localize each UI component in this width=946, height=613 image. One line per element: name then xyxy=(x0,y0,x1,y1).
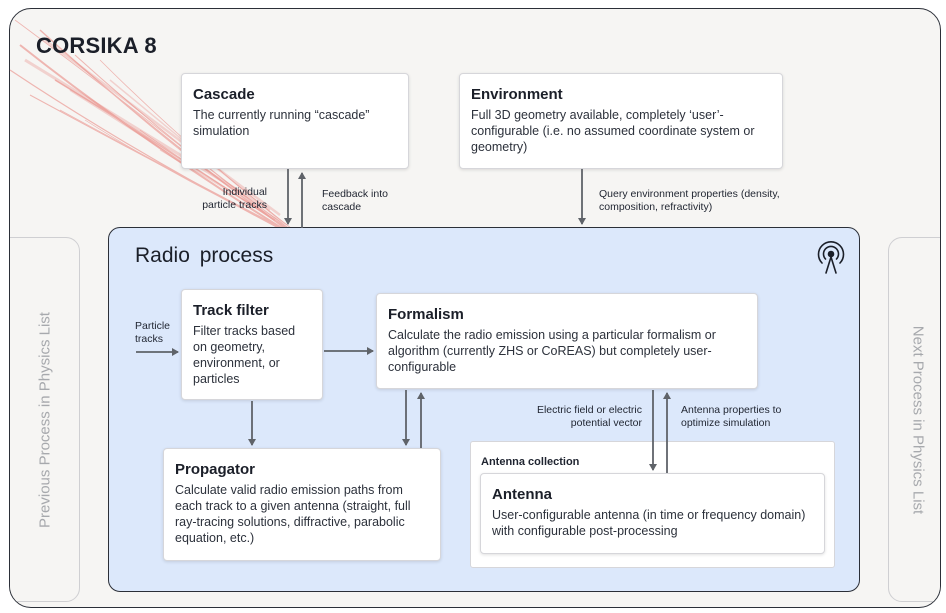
feedback-label: Feedback into cascade xyxy=(322,188,388,213)
formalism-box: Formalism Calculate the radio emission u… xyxy=(376,293,758,389)
formalism-desc: Calculate the radio emission using a par… xyxy=(388,328,716,374)
previous-process-panel: Previous Process in Physics List xyxy=(10,237,80,602)
propagator-desc: Calculate valid radio emission paths fro… xyxy=(175,483,411,545)
diagram-title: CORSIKA 8 xyxy=(36,33,157,58)
cascade-title: Cascade xyxy=(193,86,255,103)
electric-field-label: Electric field or electric potential vec… xyxy=(536,404,642,429)
antenna-title: Antenna xyxy=(492,486,552,503)
particle-tracks-label: Particle tracks xyxy=(135,320,171,345)
antenna-collection-label: Antenna collection xyxy=(481,456,580,468)
propagator-title: Propagator xyxy=(175,461,256,478)
formalism-title: Formalism xyxy=(388,306,464,323)
next-process-panel: Next Process in Physics List xyxy=(888,237,940,602)
environment-desc: Full 3D geometry available, completely ‘… xyxy=(471,108,755,154)
antenna-desc: User-configurable antenna (in time or fr… xyxy=(492,508,806,538)
antenna-box: Antenna User-configurable antenna (in ti… xyxy=(480,473,825,554)
track-filter-title: Track filter xyxy=(193,302,269,319)
track-filter-desc: Filter tracks based on geometry, environ… xyxy=(193,324,296,386)
cascade-box: Cascade The currently running “cascade” … xyxy=(181,73,409,169)
track-filter-box: Track filter Filter tracks based on geom… xyxy=(181,289,323,400)
propagator-box: Propagator Calculate valid radio emissio… xyxy=(163,448,441,561)
cascade-desc: The currently running “cascade” simulati… xyxy=(193,108,370,138)
query-env-label: Query environment properties (density, c… xyxy=(599,188,780,213)
radio-process-title: Radio process xyxy=(135,244,274,267)
individual-tracks-label: Individual particle tracks xyxy=(202,186,267,211)
environment-title: Environment xyxy=(471,86,563,103)
environment-box: Environment Full 3D geometry available, … xyxy=(459,73,783,169)
antenna-props-label: Antenna properties to optimize simulatio… xyxy=(681,404,782,429)
